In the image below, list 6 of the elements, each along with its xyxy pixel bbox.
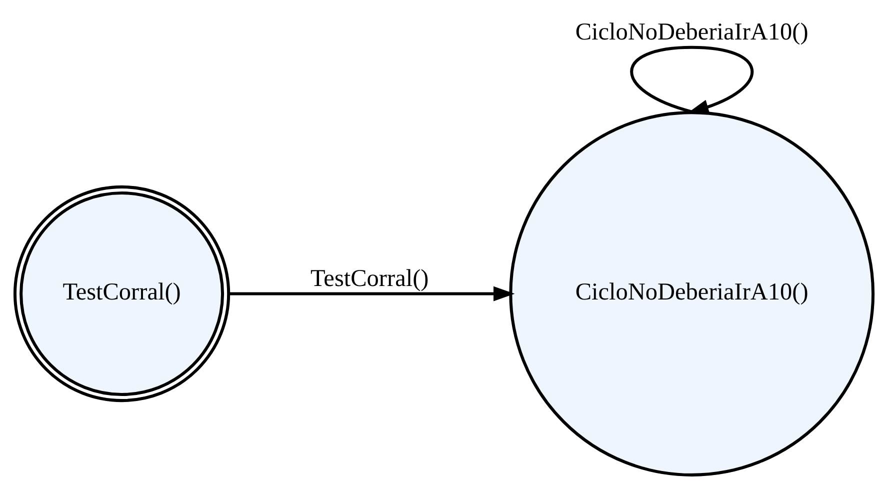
node-circle: CicloNoDeberiaIrA10() [509,110,875,476]
arrow [229,286,515,301]
node-circle: TestCorral() [13,184,230,402]
edge-label: TestCorral() [310,264,429,292]
arrow [630,45,754,114]
edge-label: CicloNoDeberiaIrA10() [575,18,808,45]
